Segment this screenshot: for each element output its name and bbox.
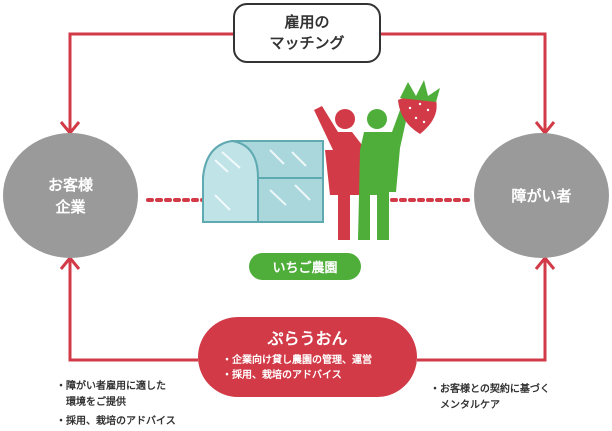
company-pill: ぷらうおん ・企業向け貸し農園の管理、運営 ・採用、栽培のアドバイス (198, 317, 417, 397)
company-name: ぷらうおん (267, 329, 348, 348)
strawberry-farm-label: いちご農園 (272, 261, 338, 276)
red-person-icon (314, 106, 366, 240)
disabled-people-circle: 障がい者 (474, 133, 609, 258)
company-service-item: ・企業向け貸し農園の管理、運営 (222, 355, 372, 366)
client-company-circle: お客様 企業 (3, 133, 138, 258)
disabled-people-label: 障がい者 (511, 186, 572, 205)
green-person-icon (358, 109, 408, 240)
left-note-advice: ・採用、栽培のアドバイス (56, 416, 176, 427)
strawberry-icon (398, 80, 440, 134)
matching-box: 雇用の マッチング (233, 3, 381, 63)
company-service-item: ・採用、栽培のアドバイス (222, 370, 342, 381)
greenhouse-icon (202, 139, 324, 223)
client-company-label: お客様 企業 (47, 175, 93, 216)
strawberry-farm-pill: いちご農園 (249, 253, 361, 280)
left-note-employment: ・障がい者雇用に適した 環境をご提供 (56, 381, 166, 408)
top-connector (68, 32, 233, 133)
bottom-connector-right (417, 258, 547, 362)
matching-label: 雇用の マッチング (269, 13, 345, 52)
top-connector-right (381, 32, 547, 133)
arrow-up-right-icon (534, 255, 556, 270)
right-note-mental-care: ・お客様との契約に基づく メンタルケア (430, 384, 550, 411)
bottom-connector (68, 258, 198, 362)
arrow-up-left-icon (59, 255, 81, 270)
company-service-list: ・企業向け貸し農園の管理、運営 ・採用、栽培のアドバイス (222, 353, 372, 383)
